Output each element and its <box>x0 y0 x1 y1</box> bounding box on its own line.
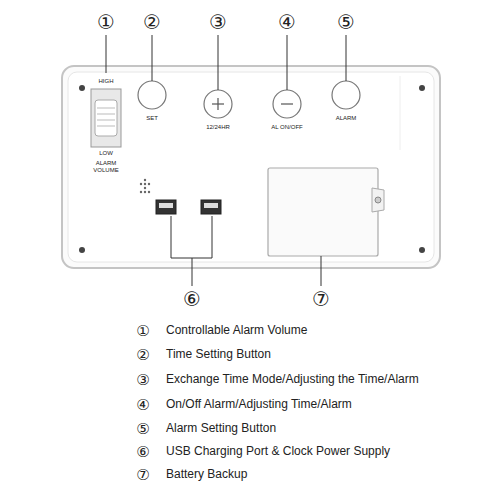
clock-body <box>62 66 440 268</box>
list-text: Exchange Time Mode/Adjusting the Time/Al… <box>166 373 419 386</box>
slider-label: HIGH <box>99 78 114 85</box>
list-number: ⑤ <box>136 421 149 438</box>
button-symbols <box>212 98 293 110</box>
callout-number: ⑥ <box>183 288 201 310</box>
list-number: ① <box>136 323 149 340</box>
battery-cover <box>268 168 384 256</box>
list-text: Controllable Alarm Volume <box>166 324 307 337</box>
speaker-holes <box>140 179 150 193</box>
callout-number: ② <box>143 11 161 33</box>
list-text: USB Charging Port & Clock Power Supply <box>166 445 390 458</box>
leader-lines <box>106 35 346 286</box>
list-number: ③ <box>136 372 149 389</box>
callout-number: ⑦ <box>312 288 330 310</box>
callout-number: ① <box>97 11 115 33</box>
callout-number: ④ <box>278 11 296 33</box>
slider-label: LOW <box>99 150 113 157</box>
button-label: 12/24HR <box>206 124 230 131</box>
list-text: Battery Backup <box>166 468 247 481</box>
list-number: ② <box>136 347 149 364</box>
button-label: AL ON/OFF <box>271 124 302 131</box>
slider-label: ALARM VOLUME <box>88 160 124 173</box>
list-text: Alarm Setting Button <box>166 422 276 435</box>
panel-seam <box>400 76 401 150</box>
list-text: Time Setting Button <box>166 348 271 361</box>
button-label: ALARM <box>336 115 357 122</box>
body-inner <box>68 72 434 262</box>
list-number: ⑦ <box>136 467 149 484</box>
button-label: SET <box>146 115 158 122</box>
usb-ports <box>156 200 221 214</box>
callout-number: ③ <box>209 11 227 33</box>
list-text: On/Off Alarm/Adjusting Time/Alarm <box>166 398 352 411</box>
buttons <box>138 81 360 118</box>
list-number: ⑥ <box>136 444 149 461</box>
callout-number: ⑤ <box>337 11 355 33</box>
volume-slider <box>91 89 121 147</box>
list-number: ④ <box>136 397 149 414</box>
